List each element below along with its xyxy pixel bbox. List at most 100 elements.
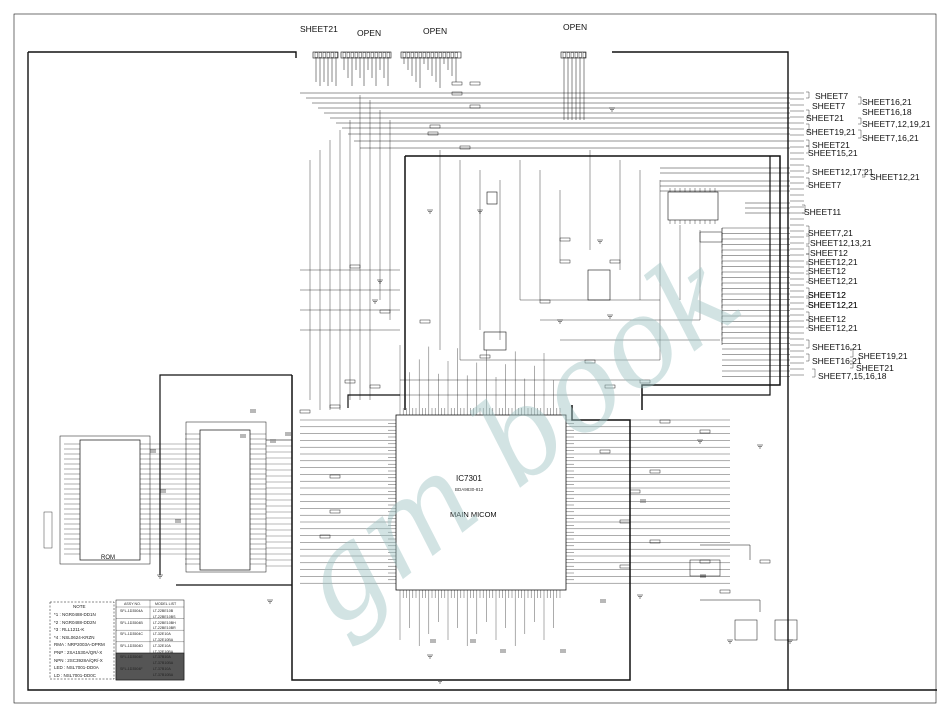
resistor bbox=[759, 559, 771, 564]
connector-pin bbox=[410, 52, 414, 58]
sheet-ref-13: SHEET7 bbox=[808, 180, 842, 190]
small-chip bbox=[699, 231, 723, 243]
ic-right-upper bbox=[667, 191, 719, 221]
model-table-model-cell: LT-22BE10BR bbox=[153, 626, 176, 631]
model-table-model-cell: LT-22BE10BS bbox=[153, 614, 176, 619]
ref-bracket bbox=[850, 360, 854, 369]
main-ic-ref: IC7301 bbox=[456, 474, 482, 483]
sheet-ref-25: SHEET12 bbox=[808, 290, 846, 300]
connector-pin bbox=[326, 52, 330, 58]
model-table-assy-cell: SFL-1D3504C bbox=[120, 632, 143, 637]
connector-pin bbox=[422, 52, 426, 58]
main-ic-name: MAIN MICOM bbox=[450, 510, 497, 519]
ref-bracket bbox=[806, 109, 810, 119]
bottom-right-transistor bbox=[734, 619, 758, 641]
frame-top-left bbox=[28, 51, 297, 58]
ref-bracket bbox=[858, 117, 862, 125]
sheet-ref-20: SHEET12,21 bbox=[808, 276, 858, 286]
connector-pin bbox=[362, 52, 366, 58]
connector-open-left bbox=[340, 51, 392, 59]
sheet-ref-24: SHEET12,21 bbox=[808, 323, 858, 333]
ref-bracket bbox=[806, 91, 810, 99]
ref-bracket bbox=[858, 96, 862, 105]
model-table-header-assy: ASSY NO. bbox=[124, 602, 141, 606]
resistor bbox=[649, 539, 661, 544]
model-table-model-cell: LT-22BE10BH bbox=[153, 620, 176, 625]
sheet-ref-16: SHEET12,13,21 bbox=[810, 238, 872, 248]
connector-pin bbox=[330, 52, 334, 58]
main-ic-body bbox=[395, 414, 567, 591]
sheet-ref-18: SHEET12,21 bbox=[808, 257, 858, 267]
connector-pin bbox=[578, 52, 582, 58]
resistor bbox=[619, 519, 631, 524]
top-label-open-mid: OPEN bbox=[423, 26, 448, 36]
sheet-ref-6: SHEET7,12,19,21 bbox=[862, 119, 931, 129]
resistor bbox=[469, 104, 481, 109]
ref-bracket bbox=[806, 273, 810, 283]
connector-pin bbox=[438, 52, 442, 58]
connector-pin bbox=[378, 52, 382, 58]
ref-bracket bbox=[806, 253, 810, 263]
resistor bbox=[451, 81, 463, 86]
sheet-ref-31: SHEET7,15,16,18 bbox=[818, 371, 887, 381]
resistor bbox=[299, 409, 311, 414]
sheet-ref-8: SHEET7,16,21 bbox=[862, 133, 919, 143]
ref-bracket bbox=[806, 225, 810, 235]
rom-ic bbox=[79, 439, 141, 561]
main-ic-part: BDA9830-812 bbox=[455, 487, 484, 492]
note-box-frame bbox=[49, 601, 115, 680]
connector-pin bbox=[358, 52, 362, 58]
resistor bbox=[419, 319, 431, 324]
model-table-model-cell: LT-32E10A bbox=[153, 632, 171, 637]
connector-pin bbox=[442, 52, 446, 58]
ref-bracket bbox=[812, 368, 816, 378]
connector-pin bbox=[366, 52, 370, 58]
resistor bbox=[599, 449, 611, 454]
model-table-model-cell: LT-32E10BA bbox=[153, 649, 174, 654]
resistor bbox=[609, 259, 621, 264]
sheet-ref-29: SHEET16,21 bbox=[812, 356, 862, 366]
transistor-block bbox=[483, 331, 507, 351]
connector-pin bbox=[446, 52, 450, 58]
sheet-ref-14: SHEET11 bbox=[804, 207, 842, 217]
top-label-sheet21: SHEET21 bbox=[300, 24, 338, 34]
resistor bbox=[604, 384, 616, 389]
sheet-ref-27: SHEET16,21 bbox=[812, 342, 862, 352]
resistor bbox=[329, 474, 341, 479]
note-line: *3 : RLL1211-K bbox=[54, 627, 85, 633]
ref-bracket bbox=[850, 348, 854, 358]
wire bbox=[700, 544, 751, 560]
ref-bracket bbox=[806, 319, 810, 329]
sheet-ref-4: SHEET16,18 bbox=[862, 107, 912, 117]
sheet-ref-2: SHEET16,21 bbox=[862, 97, 912, 107]
connector-pin bbox=[370, 52, 374, 58]
connector-pin bbox=[582, 52, 586, 58]
connector-pin bbox=[314, 52, 318, 58]
sheet-ref-9: SHEET21 bbox=[812, 140, 850, 150]
model-table-model-cell: LT-37B10A bbox=[153, 667, 171, 671]
resistor bbox=[619, 564, 631, 569]
model-table-model-cell: LT-32E10BA bbox=[153, 638, 174, 642]
sheet-ref-7: SHEET19,21 bbox=[806, 127, 856, 137]
resistor bbox=[699, 559, 711, 564]
sheet-ref-23: SHEET12 bbox=[808, 314, 846, 324]
ref-bracket bbox=[806, 235, 810, 245]
flash-ic bbox=[199, 429, 251, 571]
model-table-assy-cell: SFL-1D3504E bbox=[120, 655, 143, 660]
connector-pin bbox=[566, 52, 570, 58]
resistor bbox=[319, 534, 331, 539]
ref-bracket bbox=[806, 339, 810, 349]
resistor bbox=[559, 259, 571, 264]
sheet-ref-30: SHEET21 bbox=[856, 363, 894, 373]
sheet-ref-15: SHEET7,21 bbox=[808, 228, 853, 238]
model-table-model-cell: LT-32E10A bbox=[153, 643, 171, 648]
ref-bracket bbox=[802, 204, 806, 214]
note-line: *2 : NGR0488-DD2N bbox=[54, 619, 96, 625]
frame-left-bottom bbox=[27, 52, 937, 691]
sheet-ref-12: SHEET12,21 bbox=[870, 172, 920, 182]
connector-pin bbox=[426, 52, 430, 58]
resistor bbox=[469, 81, 481, 86]
resistor bbox=[629, 489, 641, 494]
resistor bbox=[459, 145, 471, 150]
